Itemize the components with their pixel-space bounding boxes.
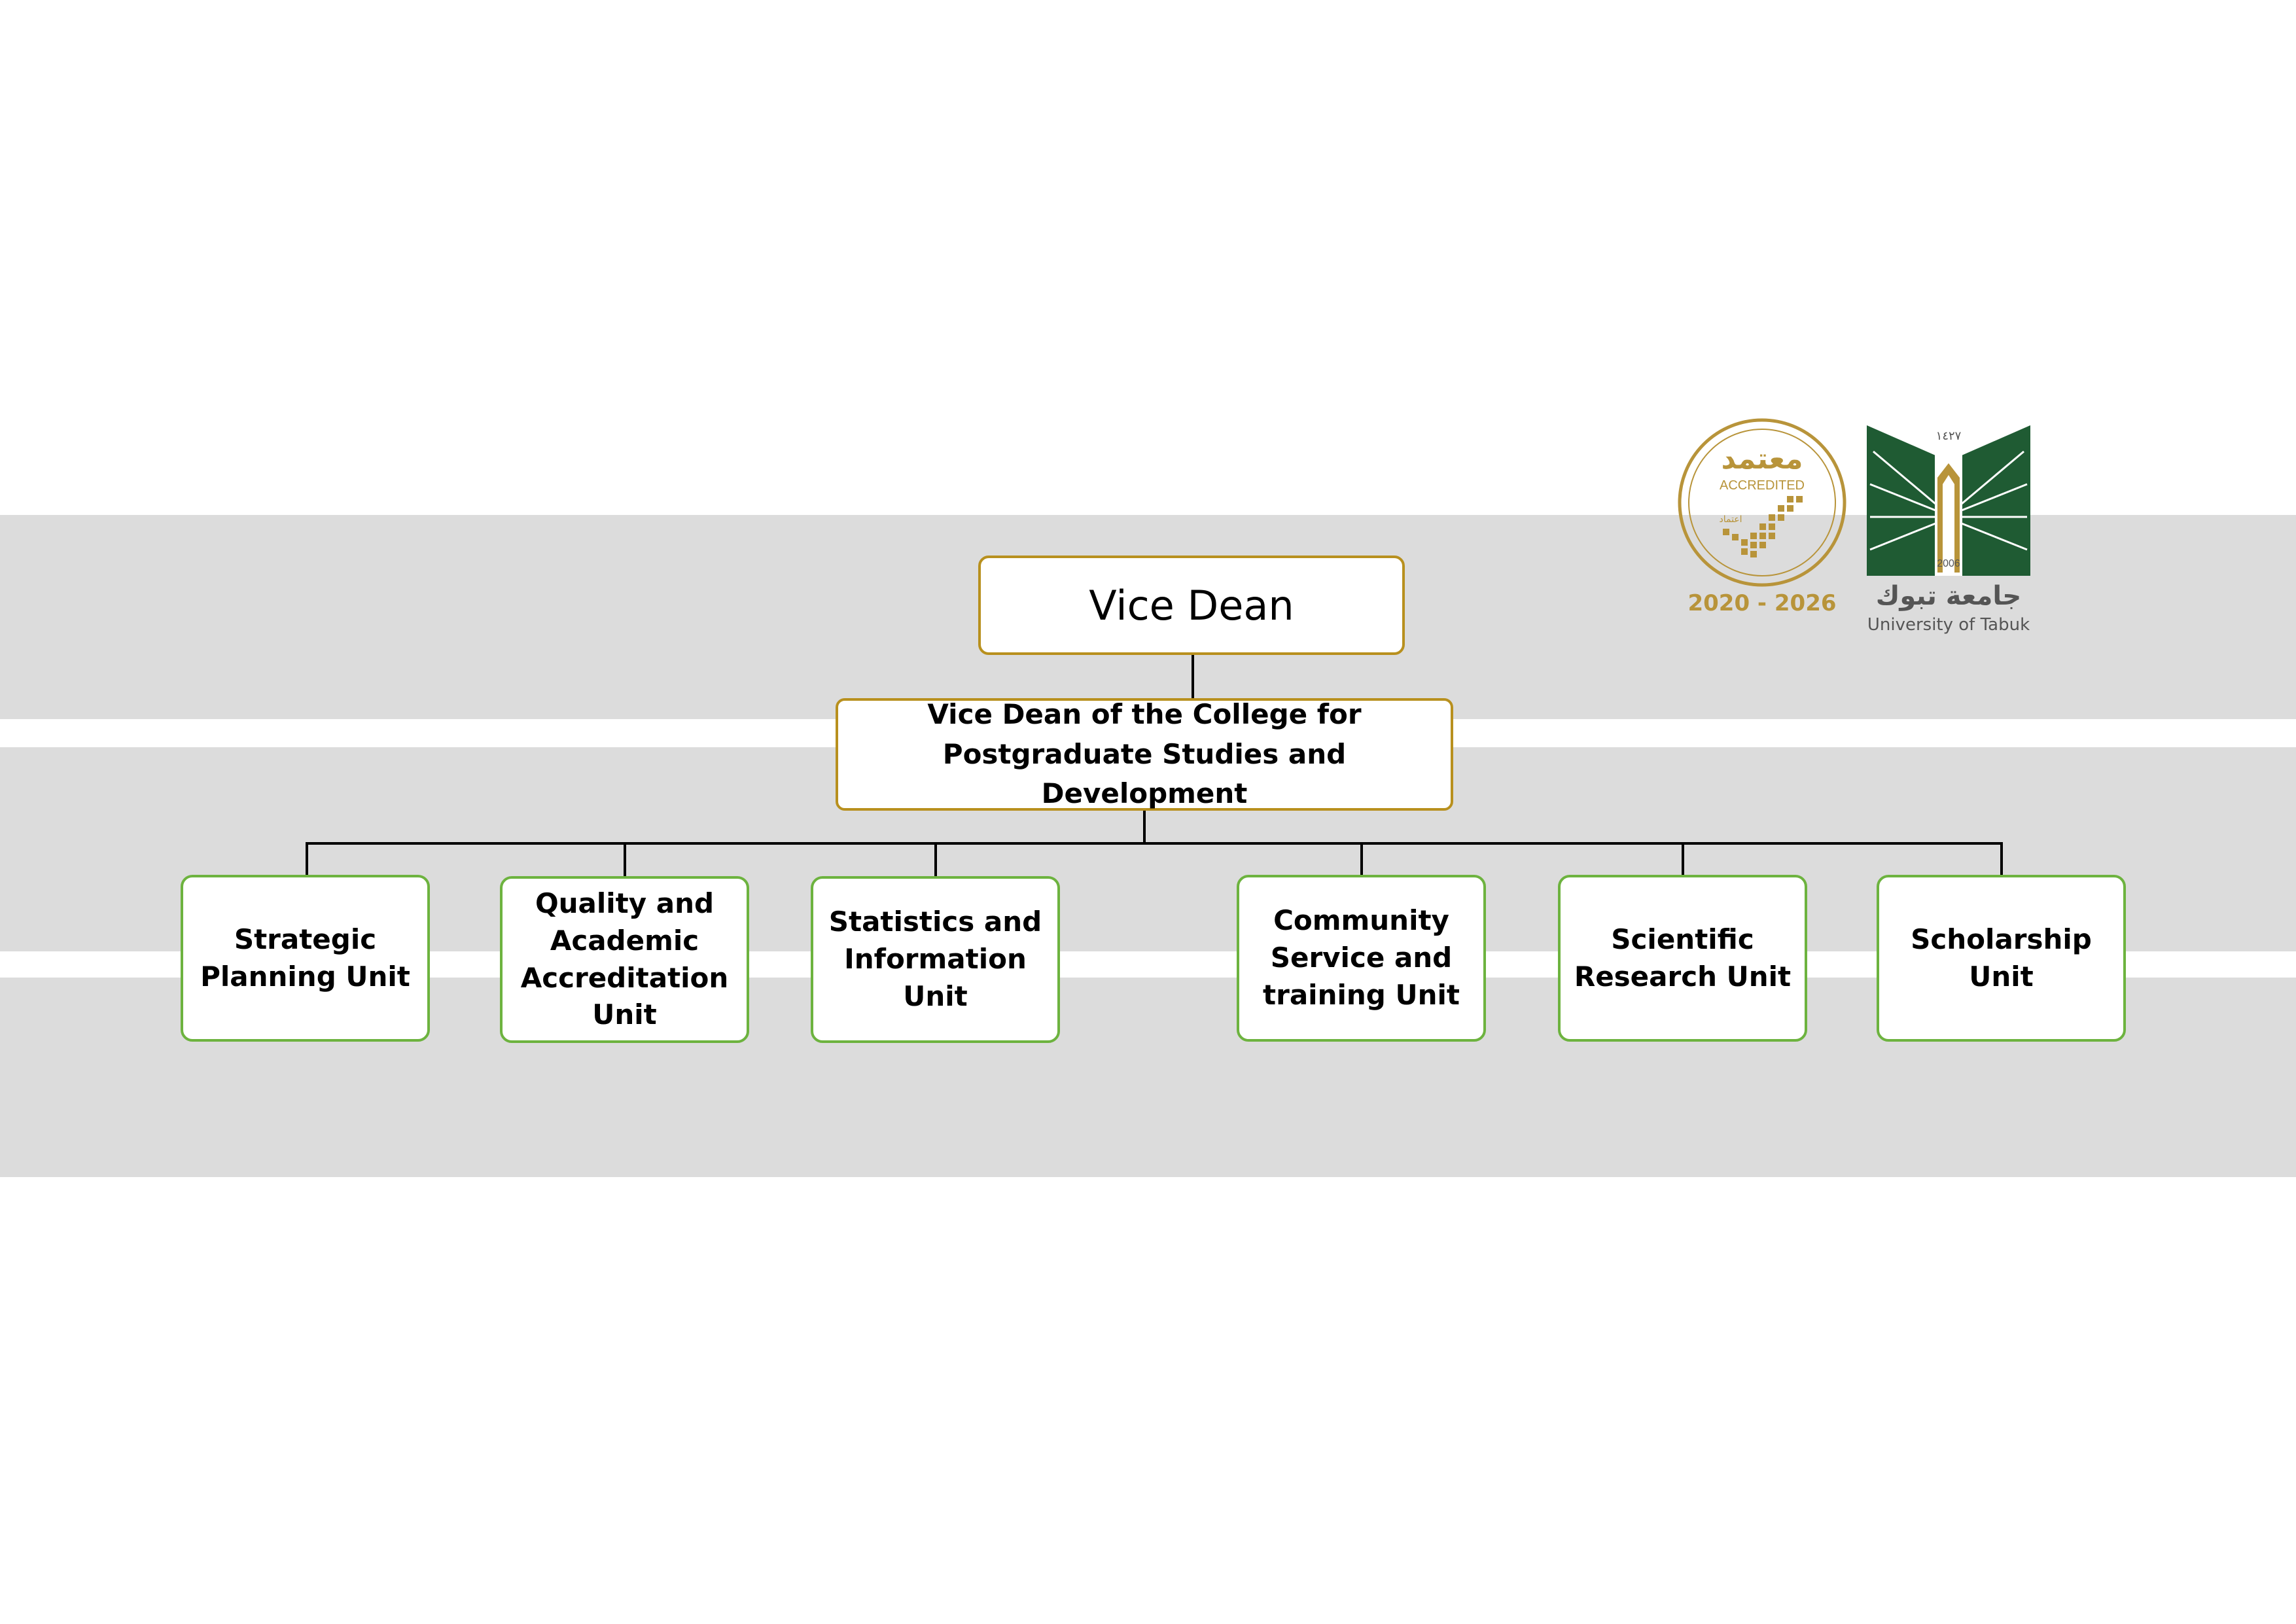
seal-emblem-icon: معتمد ACCREDITED اعتماد [1678, 418, 1846, 587]
connector-drop-unit-2 [624, 842, 626, 877]
accreditation-seal-logo: معتمد ACCREDITED اعتماد [1677, 417, 1847, 588]
unit-label: Scholarship Unit [1911, 923, 2092, 993]
seal-years-text: 2020 - 2026 [1687, 590, 1837, 616]
seal-arabic-text: معتمد [1722, 442, 1803, 476]
vice-dean-box: Vice Dean [978, 556, 1405, 655]
connector-drop-unit-1 [306, 842, 308, 876]
vice-dean-college-label: Vice Dean of the College for Postgraduat… [927, 697, 1362, 810]
seal-checkmark-icon [1723, 496, 1803, 557]
university-english-name: University of Tabuk [1867, 615, 2030, 635]
university-year: 2006 [1937, 558, 1960, 569]
university-emblem-icon: ١٤٢٧ 2006 [1867, 425, 2030, 576]
connector-drop-unit-5 [1682, 842, 1684, 876]
unit-box-strategic-planning: Strategic Planning Unit [181, 875, 430, 1042]
connector-drop-unit-4 [1360, 842, 1363, 876]
seal-small-arabic-text: اعتماد [1719, 514, 1742, 525]
vice-dean-college-box: Vice Dean of the College for Postgraduat… [836, 698, 1453, 811]
connector-mid-to-bus [1143, 809, 1146, 843]
unit-box-quality-accreditation: Quality and Academic Accreditation Unit [500, 876, 749, 1043]
unit-box-scientific-research: Scientific Research Unit [1558, 875, 1807, 1042]
connector-drop-unit-6 [2000, 842, 2003, 876]
unit-label: Strategic Planning Unit [200, 923, 410, 993]
unit-box-statistics-information: Statistics and Information Unit [811, 876, 1060, 1043]
connector-bus-horizontal [306, 842, 2003, 845]
unit-label: Scientific Research Unit [1574, 923, 1792, 993]
unit-box-scholarship: Scholarship Unit [1877, 875, 2126, 1042]
connector-top-to-mid [1192, 654, 1194, 699]
unit-label: Statistics and Information Unit [828, 906, 1042, 1012]
unit-box-community-service: Community Service and training Unit [1237, 875, 1486, 1042]
unit-label: Community Service and training Unit [1263, 904, 1460, 1011]
unit-label: Quality and Academic Accreditation Unit [520, 887, 729, 1031]
university-logo: ١٤٢٧ 2006 [1867, 425, 2030, 576]
university-hijri-year: ١٤٢٧ [1936, 429, 1962, 443]
connector-drop-unit-3 [934, 842, 937, 877]
seal-accredited-text: ACCREDITED [1720, 478, 1805, 493]
vice-dean-label: Vice Dean [1089, 581, 1294, 629]
university-arabic-name: جامعة تبوك [1875, 581, 2022, 611]
